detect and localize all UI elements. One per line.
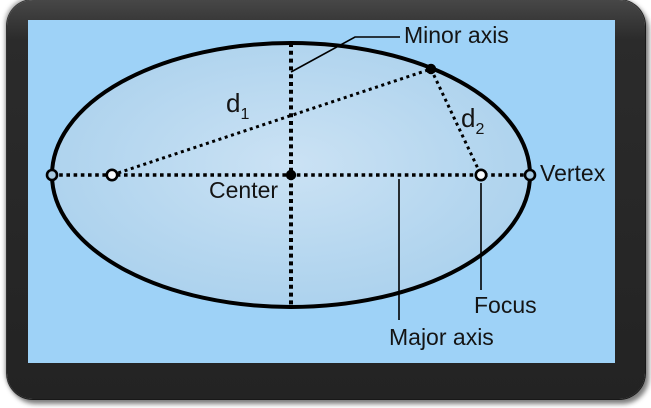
diagram-canvas: Minor axis Vertex Center Focus Major axi…: [28, 20, 615, 363]
left-vertex-point: [45, 168, 59, 182]
center-point: [285, 169, 297, 181]
d1-label-subscript: 1: [240, 106, 250, 123]
d1-label: d1: [226, 89, 249, 123]
vertex-label: Vertex: [540, 160, 606, 186]
d1-dotted-line: [111, 67, 432, 177]
focus-label: Focus: [474, 292, 537, 318]
right-focus-point: [474, 168, 488, 182]
d2-label-base: d: [461, 103, 476, 133]
center-label: Center: [209, 177, 279, 203]
major-axis-label: Major axis: [389, 324, 494, 350]
minor-axis-leader-line: [290, 36, 400, 73]
minor-axis-label: Minor axis: [404, 22, 509, 48]
right-vertex-point: [523, 168, 537, 182]
ellipse-diagram-drawing: [45, 36, 537, 320]
d1-label-base: d: [226, 88, 241, 118]
point-on-ellipse: [425, 63, 437, 75]
diagram-frame: Minor axis Vertex Center Focus Major axi…: [7, 0, 645, 399]
left-focus-point: [105, 168, 119, 182]
d2-label: d2: [461, 104, 484, 138]
d2-label-subscript: 2: [475, 121, 485, 138]
